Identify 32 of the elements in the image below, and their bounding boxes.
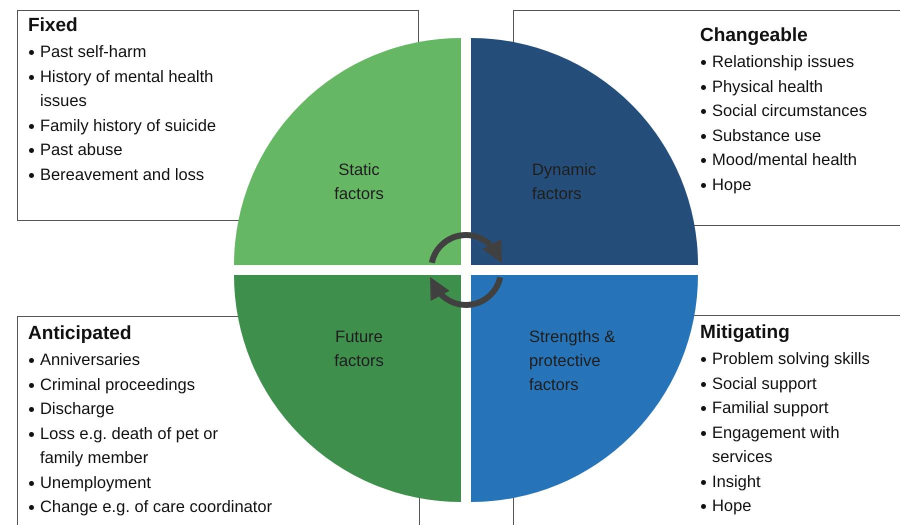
bullet-item: Change e.g. of care coordinator bbox=[40, 497, 274, 518]
bullet-item: History of mental health issues bbox=[40, 66, 214, 112]
bullet-item: Criminal proceedings bbox=[40, 374, 196, 396]
bullet-item: Past abuse bbox=[40, 140, 124, 161]
box-heading: Mitigating bbox=[700, 322, 790, 344]
bullet-item: Hope bbox=[712, 174, 752, 196]
bullet-item: Social support bbox=[712, 374, 818, 394]
bullet-item: Social circumstances bbox=[712, 101, 868, 122]
bullet-item: Familial support bbox=[712, 398, 830, 419]
box-heading: Anticipated bbox=[28, 323, 132, 345]
bullet-item: Substance use bbox=[712, 126, 822, 146]
bullet-item: Physical health bbox=[712, 76, 824, 98]
quadrant-label: Future factors bbox=[333, 327, 385, 372]
quadrant-label: Strengths & protective factors bbox=[529, 327, 616, 396]
bullet-item: Bereavement and loss bbox=[40, 164, 206, 186]
bullet-item: Relationship issues bbox=[712, 52, 856, 73]
box-heading: Changeable bbox=[700, 25, 808, 47]
bullet-item: Past self-harm bbox=[40, 42, 148, 63]
bullet-item: Family history of suicide bbox=[40, 116, 218, 136]
bullet-item: Mood/mental health bbox=[712, 150, 858, 171]
quadrant-label: Dynamic factors bbox=[532, 160, 598, 205]
bullet-item: Unemployment bbox=[40, 472, 152, 494]
bullet-item: Hope bbox=[712, 496, 752, 517]
bullet-item: Loss e.g. death of pet or family member bbox=[40, 424, 219, 469]
bullet-item: Problem solving skills bbox=[712, 349, 871, 370]
cycle-arrow bbox=[428, 232, 503, 264]
quadrant-label: Static factors bbox=[333, 160, 385, 205]
bullet-item: Discharge bbox=[40, 399, 116, 420]
bullet-item: Insight bbox=[712, 472, 762, 492]
box-heading: Fixed bbox=[28, 15, 78, 37]
bullet-item: Engagement with services bbox=[712, 422, 840, 468]
cycle-arrow bbox=[429, 276, 504, 308]
